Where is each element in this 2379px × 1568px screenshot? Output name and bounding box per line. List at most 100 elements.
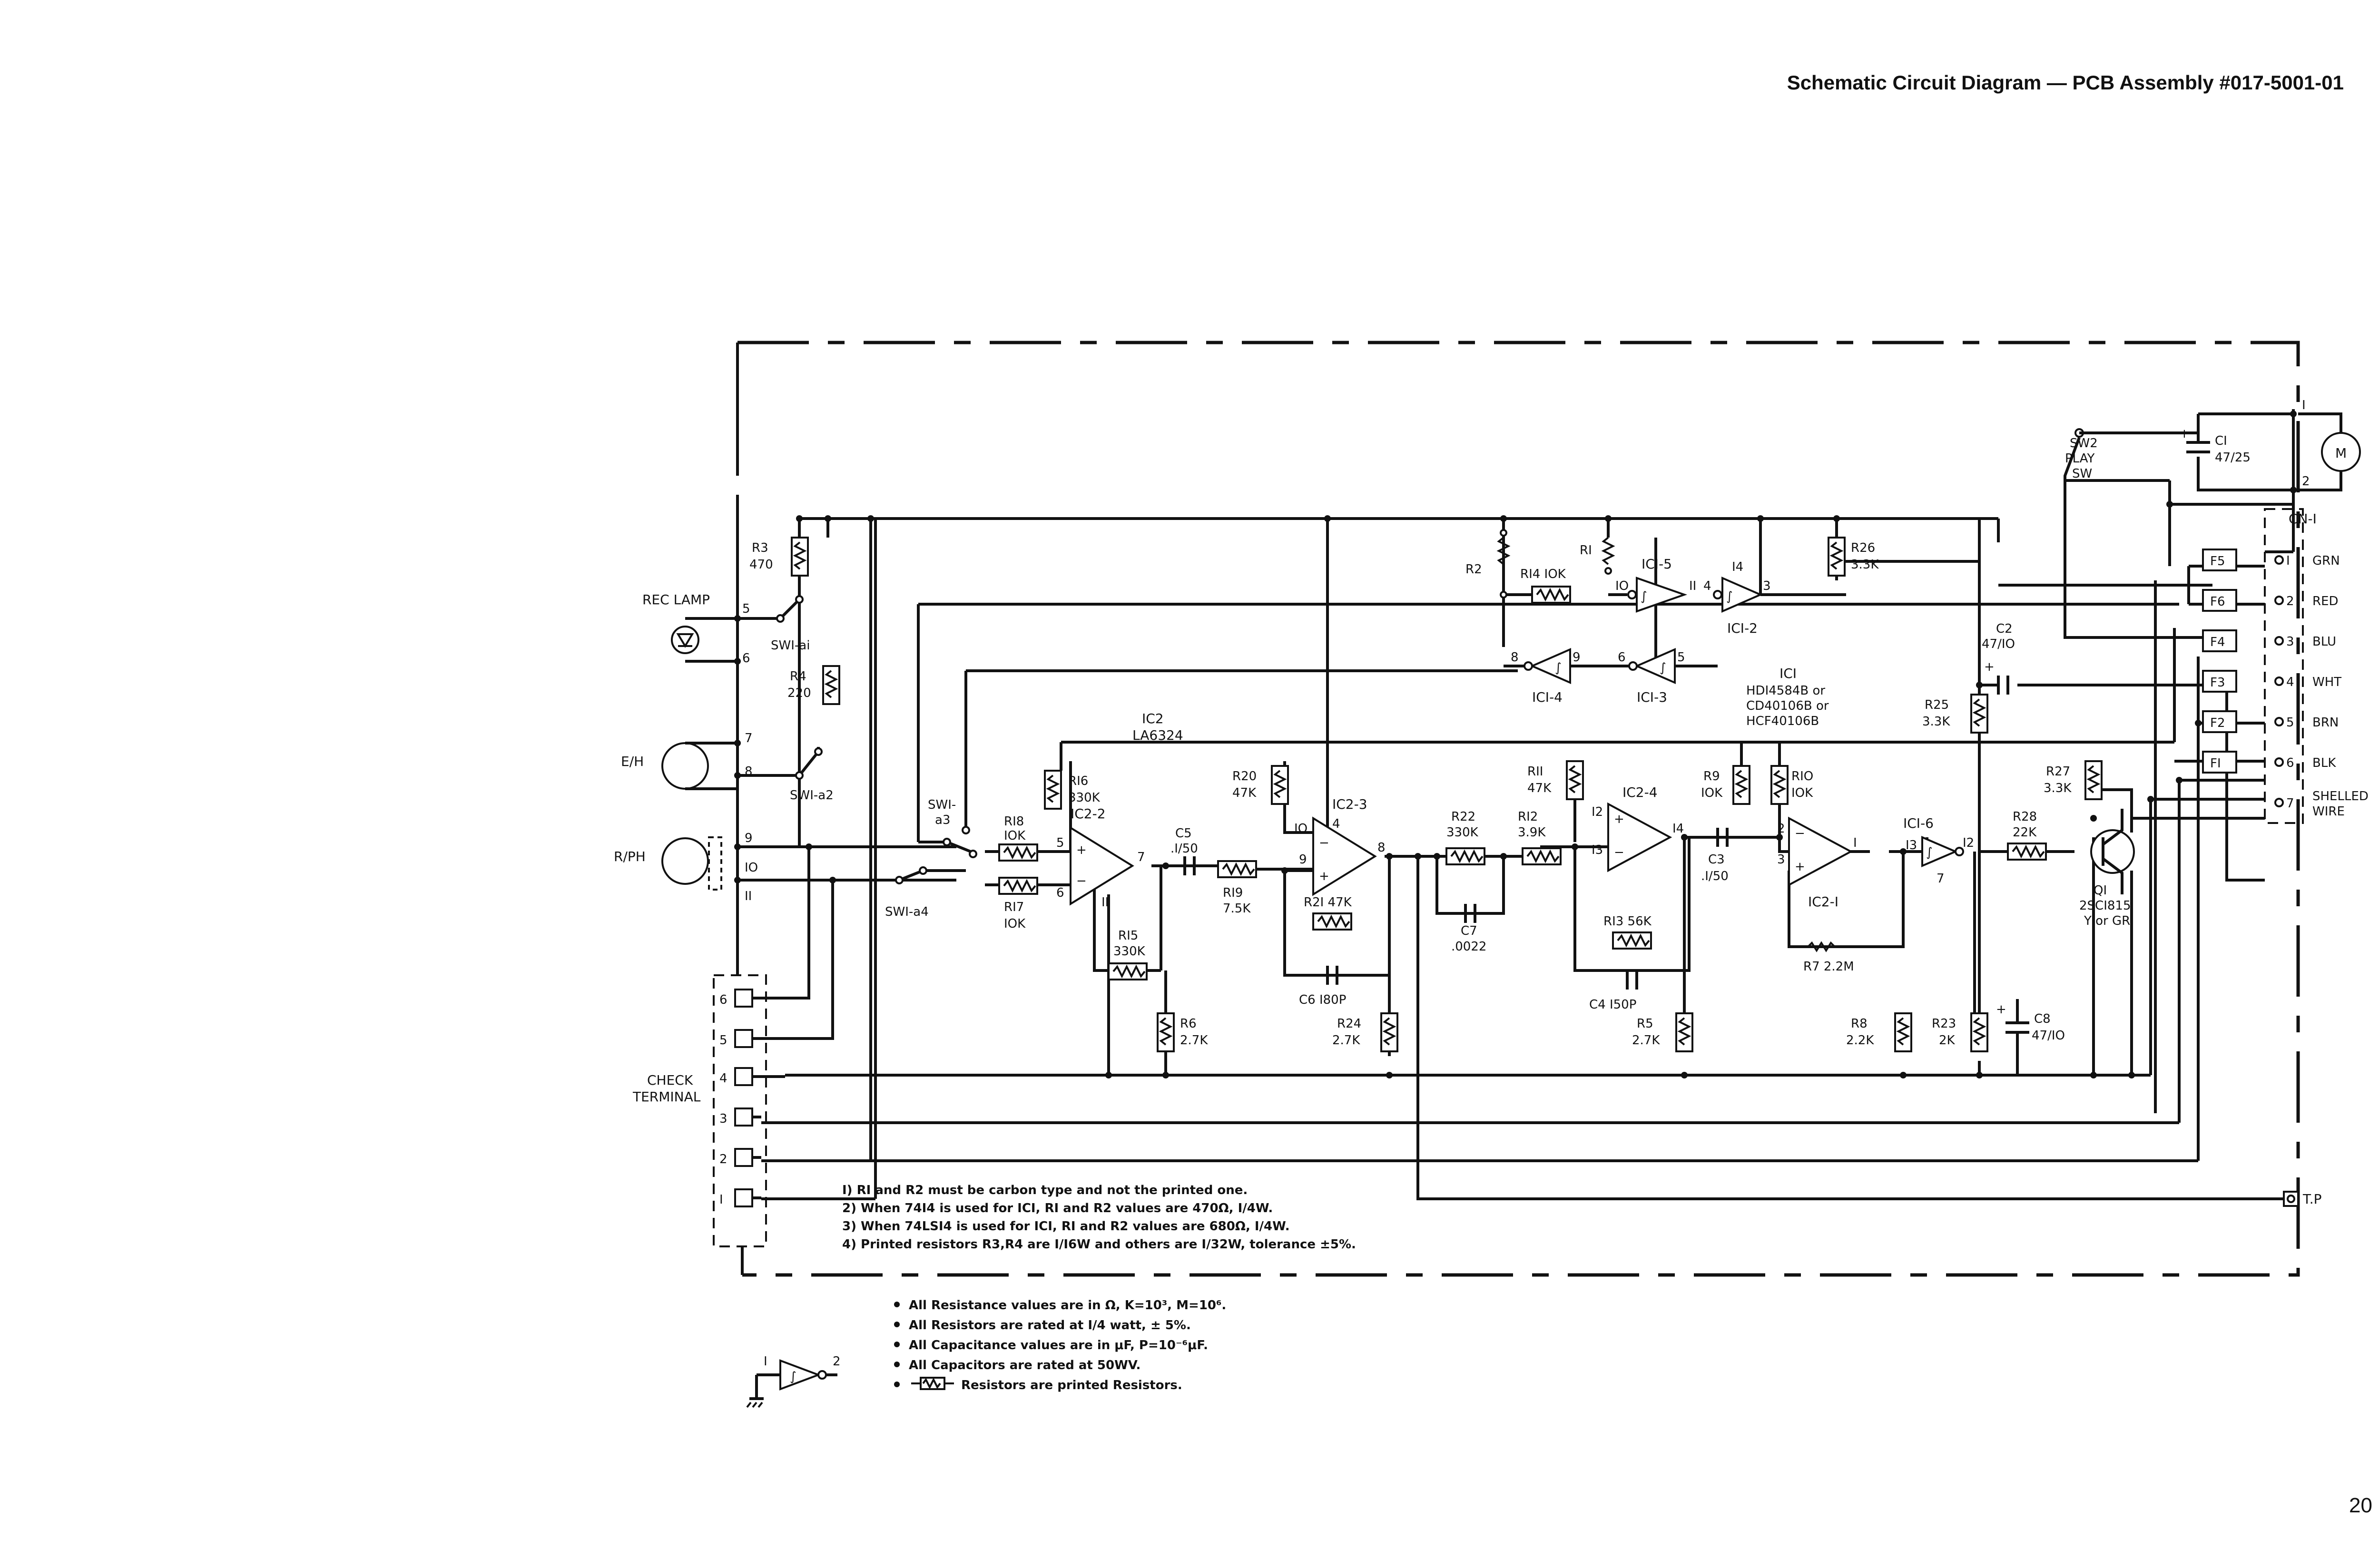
plus: +	[1795, 860, 1805, 874]
pin-3: 3	[1777, 853, 1785, 867]
r28-value: 22K	[2013, 825, 2037, 840]
ic1-part-2: CD40106B or	[1746, 699, 1829, 713]
r25-value: 3.3K	[1922, 715, 1950, 729]
pin-4: 4	[1332, 817, 1340, 831]
pin-number: 4	[2286, 675, 2294, 689]
ic2-1-label: IC2-I	[1808, 894, 1838, 910]
pin-8: 8	[1511, 650, 1519, 665]
c3-value: .I/50	[1701, 869, 1729, 883]
pin-number: 2	[2286, 594, 2294, 608]
pin-number: I	[719, 1193, 723, 1207]
wire-color-extra: WIRE	[2312, 804, 2345, 819]
ic1-title: ICI	[1779, 666, 1797, 681]
r26-ref: R26	[1851, 541, 1875, 555]
schmitt-symbol: ∫	[1726, 589, 1733, 604]
resistor-r13: RI3 56K	[1603, 914, 1652, 950]
r24-ref: R24	[1337, 1017, 1361, 1031]
r9-value: IOK	[1701, 786, 1723, 800]
tp-label: T.P	[2302, 1191, 2322, 1207]
resistor-r22: R22 330K	[1445, 810, 1485, 865]
ic1-label: ICI HDI4584B or CD40106B or HCF40106B	[1746, 666, 1829, 728]
sw1-a3-sub: a3	[935, 813, 950, 827]
plus: +	[1614, 812, 1624, 826]
pin-8: 8	[1377, 841, 1386, 855]
pin-10: IO	[1294, 822, 1307, 836]
r8-value: 2.2K	[1846, 1033, 1874, 1048]
cn1-pin-3: F4 3 BLU	[2202, 629, 2336, 652]
ic1-part-1: HDI4584B or	[1746, 684, 1825, 698]
cn1-label: CN-I	[2289, 511, 2317, 527]
resistor-r4: R4 220	[787, 665, 840, 705]
motor: M I 2	[2298, 398, 2361, 491]
pin-9: 9	[1573, 650, 1581, 665]
r10-value: IOK	[1791, 786, 1813, 800]
switch-sw2: SW2 PLAY SW	[2064, 428, 2198, 482]
r20-value: 47K	[1232, 786, 1257, 800]
resistor-r2: R2	[1465, 529, 1511, 598]
notes: I) RI and R2 must be carbon type and not…	[842, 1183, 1356, 1252]
legend-pin-1: I	[764, 1354, 767, 1369]
pin-11: II	[1101, 895, 1109, 910]
resistor-r26: R26 3.3K	[1828, 537, 1879, 577]
resistor-r12: RI2 3.9K	[1518, 810, 1562, 865]
legend-line-2: All Resistors are rated at I/4 watt, ± 5…	[909, 1318, 1191, 1333]
minus: −	[1614, 845, 1624, 860]
r9-ref: R9	[1703, 769, 1720, 784]
board-boundary	[736, 341, 2300, 1277]
schmitt-symbol: ∫	[1641, 589, 1647, 604]
r10-ref: RIO	[1791, 769, 1813, 784]
r15-ref: RI5	[1118, 929, 1138, 943]
ic2-2-label: IC2-2	[1071, 806, 1106, 822]
polarity-plus: +	[1984, 660, 1995, 674]
r15-value: 330K	[1113, 944, 1146, 959]
erase-head: E/H 7 8	[621, 731, 753, 790]
ic2-part: LA6324	[1132, 727, 1183, 743]
motor-label: M	[2335, 445, 2347, 461]
resistor-r9: R9 IOK	[1701, 765, 1750, 805]
r19-value: 7.5K	[1223, 902, 1251, 916]
rec-lamp: REC LAMP 5 6	[642, 592, 750, 666]
resistor-r17: RI7 IOK	[998, 877, 1038, 931]
r22-value: 330K	[1446, 825, 1479, 840]
c8-ref: C8	[2034, 1012, 2051, 1026]
pin-4: 4	[1703, 579, 1711, 593]
r3-value: 470	[749, 558, 773, 572]
pin-3: 3	[1763, 579, 1771, 593]
pin-1: I	[1853, 836, 1857, 850]
pin-number: 5	[2286, 715, 2294, 730]
opamp-ic2-3: − + IC2-3 IO 9 4 8	[1294, 796, 1386, 896]
fuse-f1: FI	[2210, 756, 2221, 771]
wire-color: WHT	[2312, 675, 2341, 689]
test-point: T.P	[2283, 1191, 2322, 1207]
pin-11: II	[745, 889, 752, 903]
pin-number: 6	[719, 993, 727, 1007]
resistor-r11: RII 47K	[1527, 760, 1584, 800]
capacitor-c7: C7 .0022	[1451, 904, 1486, 954]
wiring	[737, 409, 2295, 1200]
legend-line-1: All Resistance values are in Ω, K=10³, M…	[909, 1298, 1226, 1313]
r8-ref: R8	[1851, 1017, 1868, 1031]
resistor-r20: R20 47K	[1232, 765, 1289, 805]
minus: −	[1795, 826, 1805, 841]
check-pin-3: 3	[719, 1107, 753, 1127]
c1-value: 47/25	[2215, 451, 2251, 465]
ic1-3-label: ICI-3	[1637, 689, 1667, 705]
minus: −	[1319, 836, 1329, 850]
r23-value: 2K	[1939, 1033, 1956, 1048]
r14-label: RI4 IOK	[1520, 567, 1566, 581]
switch-sw1-a2: SWI-a2	[737, 747, 834, 803]
check-pin-6: 6	[719, 989, 753, 1008]
check-terminal-label-2: TERMINAL	[632, 1089, 701, 1105]
switch-sw1-a3: SWI- a3	[918, 798, 977, 858]
ic2-title: IC2	[1142, 711, 1164, 726]
pin-number: 2	[719, 1152, 727, 1166]
q1-ref: QI	[2094, 883, 2107, 898]
switch-sw1-a4: SWI-a4	[885, 866, 966, 919]
resistor-r24: R24 2.7K	[1332, 1012, 1398, 1052]
ic1-4-label: ICI-4	[1532, 689, 1563, 705]
r4-value: 220	[787, 686, 811, 700]
inverter-ic1-6: ∫ ICI-6 I3 I2 7	[1903, 815, 1974, 886]
resistor-r27: R27 3.3K	[2044, 760, 2103, 800]
